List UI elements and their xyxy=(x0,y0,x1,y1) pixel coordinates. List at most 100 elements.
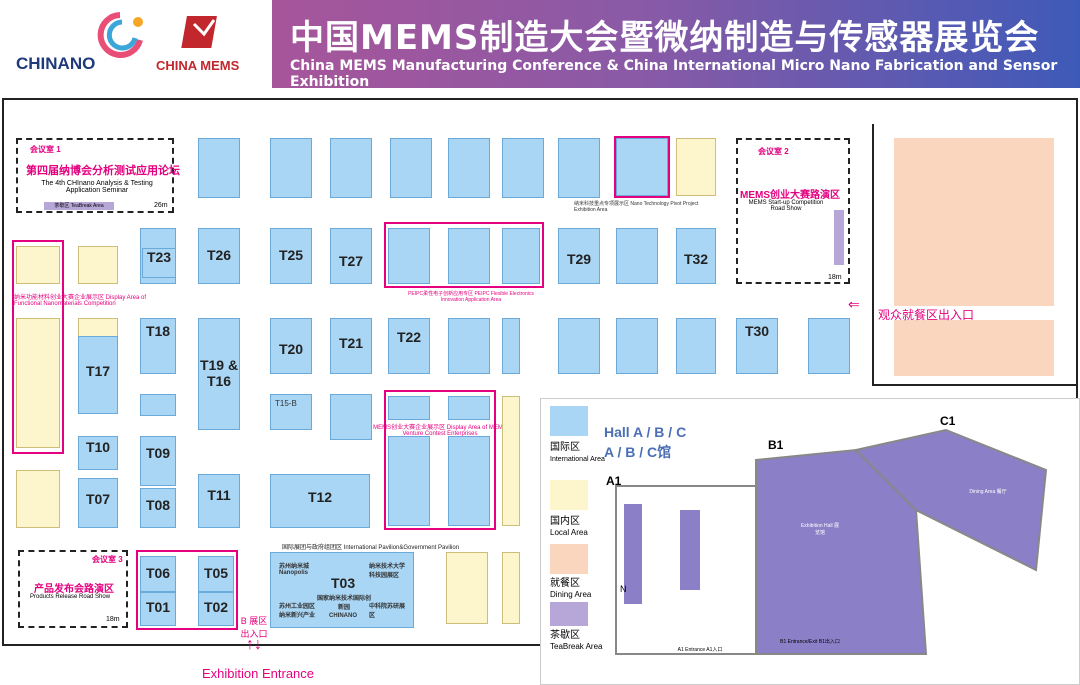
booth-T22[interactable]: T22 xyxy=(388,318,430,374)
t03-nanopolis: 苏州纳米城 Nanopolis xyxy=(279,564,310,576)
legend-local-en: Local Area xyxy=(550,528,588,537)
booth-block-546[interactable] xyxy=(558,318,600,374)
booth-block-325[interactable] xyxy=(330,394,372,440)
booth-block-736[interactable] xyxy=(448,228,490,284)
legend-international-cn: 国际区 xyxy=(550,442,580,453)
booth-T12[interactable]: T12 xyxy=(270,474,370,528)
booth-T21-label: T21 xyxy=(338,335,364,351)
page-title-en: China MEMS Manufacturing Conference & Ch… xyxy=(290,58,1058,90)
booth-T11[interactable]: T11 xyxy=(198,474,240,528)
booth-block-203[interactable] xyxy=(16,470,60,528)
booth-block-817[interactable] xyxy=(330,138,372,198)
booth-block-552[interactable] xyxy=(616,318,658,374)
booth-block-559[interactable] xyxy=(676,318,716,374)
booth-block-335[interactable] xyxy=(448,436,490,526)
hall-title: Hall A / B / C xyxy=(604,424,687,440)
legend-teabreak-en: TeaBreak Area xyxy=(550,642,603,651)
meeting-room-1-size: 26m xyxy=(154,202,168,209)
meeting-room-2: 会议室 2 MEMS创业大赛路演区 MEMS Start-up Competit… xyxy=(736,138,850,284)
meeting-room-2-title-en: MEMS Start-up Competition Road Show xyxy=(748,200,824,212)
booth-T02-label: T02 xyxy=(203,599,229,615)
pepc-zone-label: PEIPC柔性电子创新应用专区 PEIPC Flexible Electroni… xyxy=(408,291,534,303)
booth-block-328[interactable] xyxy=(388,436,430,526)
booth-T05[interactable]: T05 xyxy=(198,556,234,592)
b1-entrance-label: B1 Entrance/Exit B1出入口 xyxy=(780,639,840,645)
legend-swatch-local xyxy=(550,480,588,510)
teabreak-area-2 xyxy=(834,210,844,265)
booth-T18[interactable]: T18 xyxy=(140,318,176,374)
booth-block-536[interactable] xyxy=(448,318,490,374)
booth-block-831[interactable] xyxy=(448,138,490,198)
booth-block-503[interactable] xyxy=(16,318,60,448)
meeting-room-3-title-en: Products Release Road Show xyxy=(30,594,111,600)
booth-T18-label: T18 xyxy=(145,323,171,339)
booth-T27-label: T27 xyxy=(338,253,364,269)
booth-T20[interactable]: T20 xyxy=(270,318,312,374)
booth-block-542[interactable] xyxy=(502,318,520,374)
booth-T01-label: T01 xyxy=(145,599,171,615)
booth-T15-B-label: T15-B xyxy=(275,399,297,408)
booth-block-756[interactable] xyxy=(616,228,658,284)
legend-dining-en: Dining Area xyxy=(550,590,592,599)
booth-T27[interactable]: T27 xyxy=(330,228,372,284)
booth-T17[interactable]: T17 xyxy=(78,336,118,414)
booth-T07[interactable]: T07 xyxy=(78,478,118,528)
booth-block-137[interactable] xyxy=(502,552,520,624)
hall-a1-booths-2 xyxy=(680,510,700,590)
dining-area-2 xyxy=(894,320,1054,376)
booth-T23[interactable]: T23 xyxy=(142,248,176,278)
booth-T09-label: T09 xyxy=(145,445,171,461)
booth-T19-T16[interactable]: T19 & T16 xyxy=(198,318,240,430)
booth-T03[interactable]: 苏州纳米城 Nanopolis 纳米技术大学 科技园展区 T03 国家纳米技术国… xyxy=(270,552,414,628)
booth-block-810[interactable] xyxy=(270,138,312,198)
booth-T26[interactable]: T26 xyxy=(198,228,240,284)
dining-exit-arrow-icon: ⇐ xyxy=(848,296,860,312)
booth-block-329[interactable] xyxy=(388,396,430,420)
legend-international-en: International Area xyxy=(550,456,605,463)
booth-block-317[interactable] xyxy=(140,394,176,416)
booth-T29[interactable]: T29 xyxy=(558,228,600,284)
teabreak-area-1: 茶歇区 TeaBreak Area xyxy=(44,202,114,210)
hall-b1-shape xyxy=(755,448,928,655)
booth-block-703[interactable] xyxy=(16,246,60,284)
booth-block-128[interactable] xyxy=(446,552,488,624)
booth-T06[interactable]: T06 xyxy=(140,556,176,592)
meeting-room-1-title: 第四届纳博会分析测试应用论坛 xyxy=(26,165,180,177)
nano-tech-zone-label: 纳米科技重点专项展示区 Nano Technology Pivot Projec… xyxy=(574,201,699,213)
booth-T10[interactable]: T10 xyxy=(78,436,118,470)
t03-nano-tech: 纳米技术大学 科技园展区 xyxy=(369,564,406,579)
booth-block-566[interactable] xyxy=(808,318,850,374)
booth-block-729[interactable] xyxy=(388,228,430,284)
dining-area-1 xyxy=(894,138,1054,306)
booth-block-863[interactable] xyxy=(676,138,716,196)
booth-block-843[interactable] xyxy=(558,138,600,198)
booth-block-837[interactable] xyxy=(502,138,544,198)
booth-block-709[interactable] xyxy=(78,246,118,284)
chinano-logo-text: CHINANO xyxy=(16,54,96,73)
header-band xyxy=(272,0,1080,88)
booth-block-340[interactable] xyxy=(502,396,520,526)
chinamems-logo-text: CHINA MEMS xyxy=(156,58,240,73)
booth-block-849[interactable] xyxy=(616,138,668,196)
legend-swatch-teabreak xyxy=(550,602,588,626)
booth-T23-label: T23 xyxy=(146,249,172,265)
page-title-cn: 中国MEMS制造大会暨微纳制造与传感器展览会 xyxy=(290,18,1040,58)
booth-block-803[interactable] xyxy=(198,138,240,198)
booth-T09[interactable]: T09 xyxy=(140,436,176,486)
booth-T25[interactable]: T25 xyxy=(270,228,312,284)
legend-teabreak-cn: 茶歇区 xyxy=(550,630,580,641)
booth-T08[interactable]: T08 xyxy=(140,488,176,528)
booth-T15-B[interactable]: T15-B xyxy=(270,394,312,430)
hall-c1-shape xyxy=(854,428,1048,572)
exhibition-entrance-label: Exhibition Entrance xyxy=(202,666,315,681)
booth-T02[interactable]: T02 xyxy=(198,592,234,626)
meeting-room-2-title: MEMS创业大赛路演区 xyxy=(740,190,840,201)
booth-T30[interactable]: T30 xyxy=(736,318,778,374)
booth-T01[interactable]: T01 xyxy=(140,592,176,626)
legend-international: 国际区 International Area xyxy=(550,442,605,465)
booth-T21[interactable]: T21 xyxy=(330,318,372,374)
booth-T32[interactable]: T32 xyxy=(676,228,716,284)
booth-block-336[interactable] xyxy=(448,396,490,420)
booth-block-825[interactable] xyxy=(390,138,432,198)
booth-block-742[interactable] xyxy=(502,228,540,284)
